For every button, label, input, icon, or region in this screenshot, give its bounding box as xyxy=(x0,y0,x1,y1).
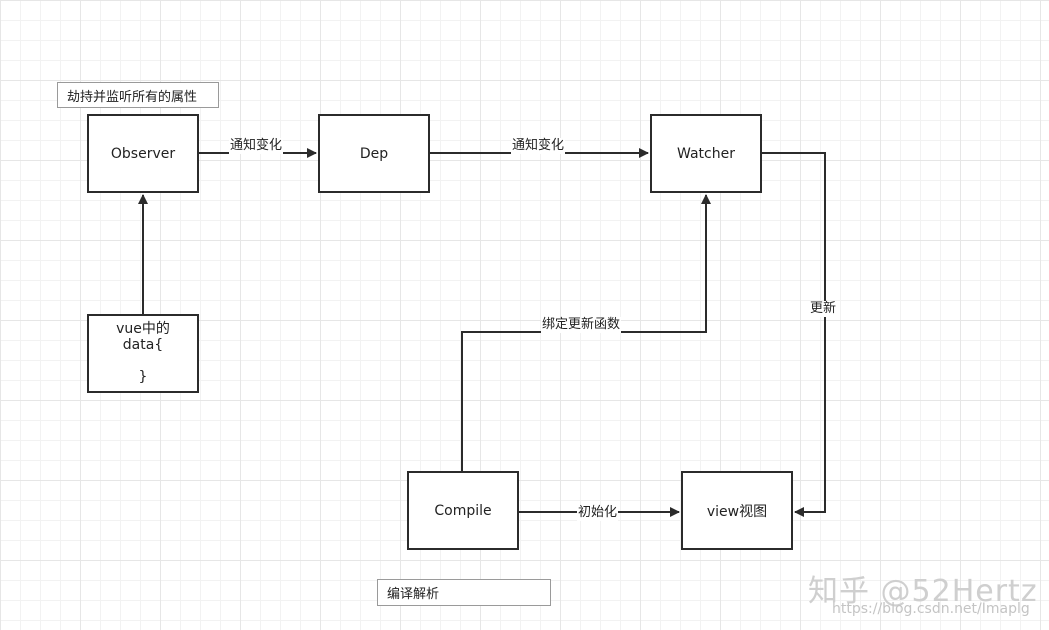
edge-watcher-to-view xyxy=(761,152,826,517)
data-node: vue中的 data{ } xyxy=(87,314,199,393)
data-node-line-4: } xyxy=(138,369,148,385)
edge-label-compile-watcher: 绑定更新函数 xyxy=(541,317,622,333)
dep-node: Dep xyxy=(318,114,430,193)
edge-compile-to-watcher xyxy=(461,194,711,472)
note-hijack: 劫持并监听所有的属性 xyxy=(57,82,219,108)
watcher-node: Watcher xyxy=(650,114,762,193)
data-node-line-1: vue中的 xyxy=(116,321,170,337)
watermark-brand: 知乎 @52Hertz xyxy=(808,574,1038,609)
edge-label-dep-watcher: 通知变化 xyxy=(511,138,566,154)
note-compile-parse: 编译解析 xyxy=(377,579,551,606)
observer-node: Observer xyxy=(87,114,199,193)
watermark-url: https://blog.csdn.net/Imaplg xyxy=(832,601,1030,617)
view-node: view视图 xyxy=(681,471,793,550)
edge-label-watcher-view: 更新 xyxy=(809,301,838,317)
edge-label-compile-view: 初始化 xyxy=(577,505,619,521)
data-node-line-2: data{ xyxy=(122,337,164,353)
edge-label-observer-dep: 通知变化 xyxy=(229,138,284,154)
compile-node: Compile xyxy=(407,471,519,550)
